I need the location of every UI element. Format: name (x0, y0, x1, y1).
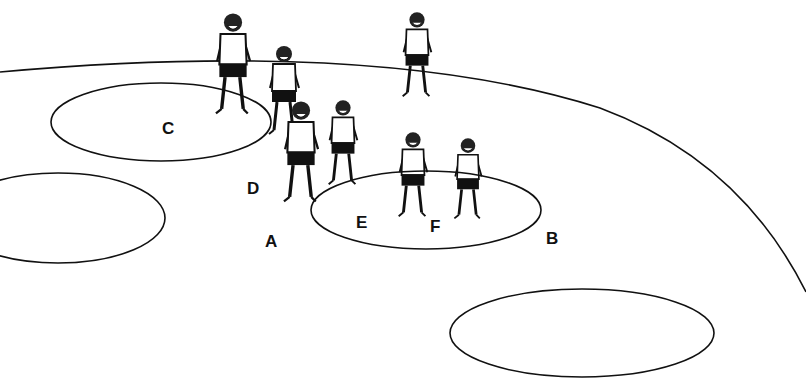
court-circle: EF (310, 170, 542, 250)
circle-outline (50, 82, 272, 162)
player-figure (269, 46, 299, 134)
position-letter: C (162, 120, 174, 137)
player-figure (284, 101, 318, 201)
player-figure (216, 13, 250, 113)
player-figure (329, 100, 358, 184)
position-letter: A (265, 233, 277, 250)
player-figure (454, 138, 481, 218)
player-figure (403, 12, 432, 96)
court-circle (450, 289, 714, 377)
player-figure (399, 132, 428, 216)
position-letter: D (247, 180, 259, 197)
position-letter: E (356, 214, 367, 231)
court-circle (0, 173, 165, 263)
court-circle: C (50, 82, 272, 162)
position-letter: B (546, 230, 558, 247)
circle-outline (310, 170, 542, 250)
position-letter: F (430, 218, 440, 235)
